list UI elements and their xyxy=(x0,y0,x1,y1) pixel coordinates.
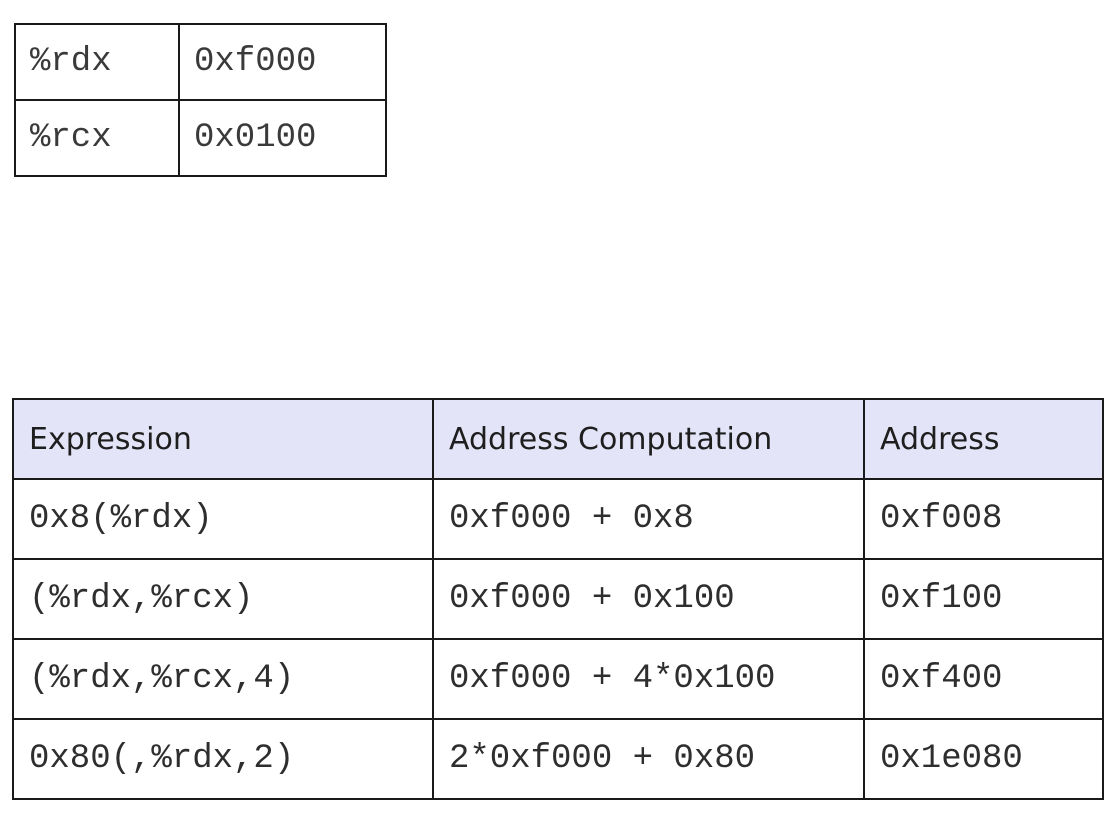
computation-cell: 0xf000 + 0x100 xyxy=(432,558,865,640)
header-address-computation: Address Computation xyxy=(432,398,865,480)
header-address: Address xyxy=(863,398,1104,480)
address-computation-table: Expression Address Computation Address 0… xyxy=(12,398,1104,800)
register-row: %rdx 0xf000 xyxy=(14,23,387,101)
register-value: 0xf000 xyxy=(178,23,387,101)
address-cell: 0xf100 xyxy=(863,558,1104,640)
register-name: %rcx xyxy=(14,99,180,177)
table-header-row: Expression Address Computation Address xyxy=(12,398,1104,480)
register-value: 0x0100 xyxy=(178,99,387,177)
expression-cell: (%rdx,%rcx,4) xyxy=(12,638,434,720)
table-row: (%rdx,%rcx) 0xf000 + 0x100 0xf100 xyxy=(12,558,1104,640)
expression-cell: 0x80(,%rdx,2) xyxy=(12,718,434,800)
expression-cell: 0x8(%rdx) xyxy=(12,478,434,560)
address-cell: 0x1e080 xyxy=(863,718,1104,800)
computation-cell: 2*0xf000 + 0x80 xyxy=(432,718,865,800)
address-cell: 0xf008 xyxy=(863,478,1104,560)
table-row: (%rdx,%rcx,4) 0xf000 + 4*0x100 0xf400 xyxy=(12,638,1104,720)
register-row: %rcx 0x0100 xyxy=(14,99,387,177)
table-row: 0x80(,%rdx,2) 2*0xf000 + 0x80 0x1e080 xyxy=(12,718,1104,800)
computation-cell: 0xf000 + 0x8 xyxy=(432,478,865,560)
register-name: %rdx xyxy=(14,23,180,101)
register-table: %rdx 0xf000 %rcx 0x0100 xyxy=(14,23,387,177)
address-cell: 0xf400 xyxy=(863,638,1104,720)
computation-cell: 0xf000 + 4*0x100 xyxy=(432,638,865,720)
table-row: 0x8(%rdx) 0xf000 + 0x8 0xf008 xyxy=(12,478,1104,560)
expression-cell: (%rdx,%rcx) xyxy=(12,558,434,640)
header-expression: Expression xyxy=(12,398,434,480)
